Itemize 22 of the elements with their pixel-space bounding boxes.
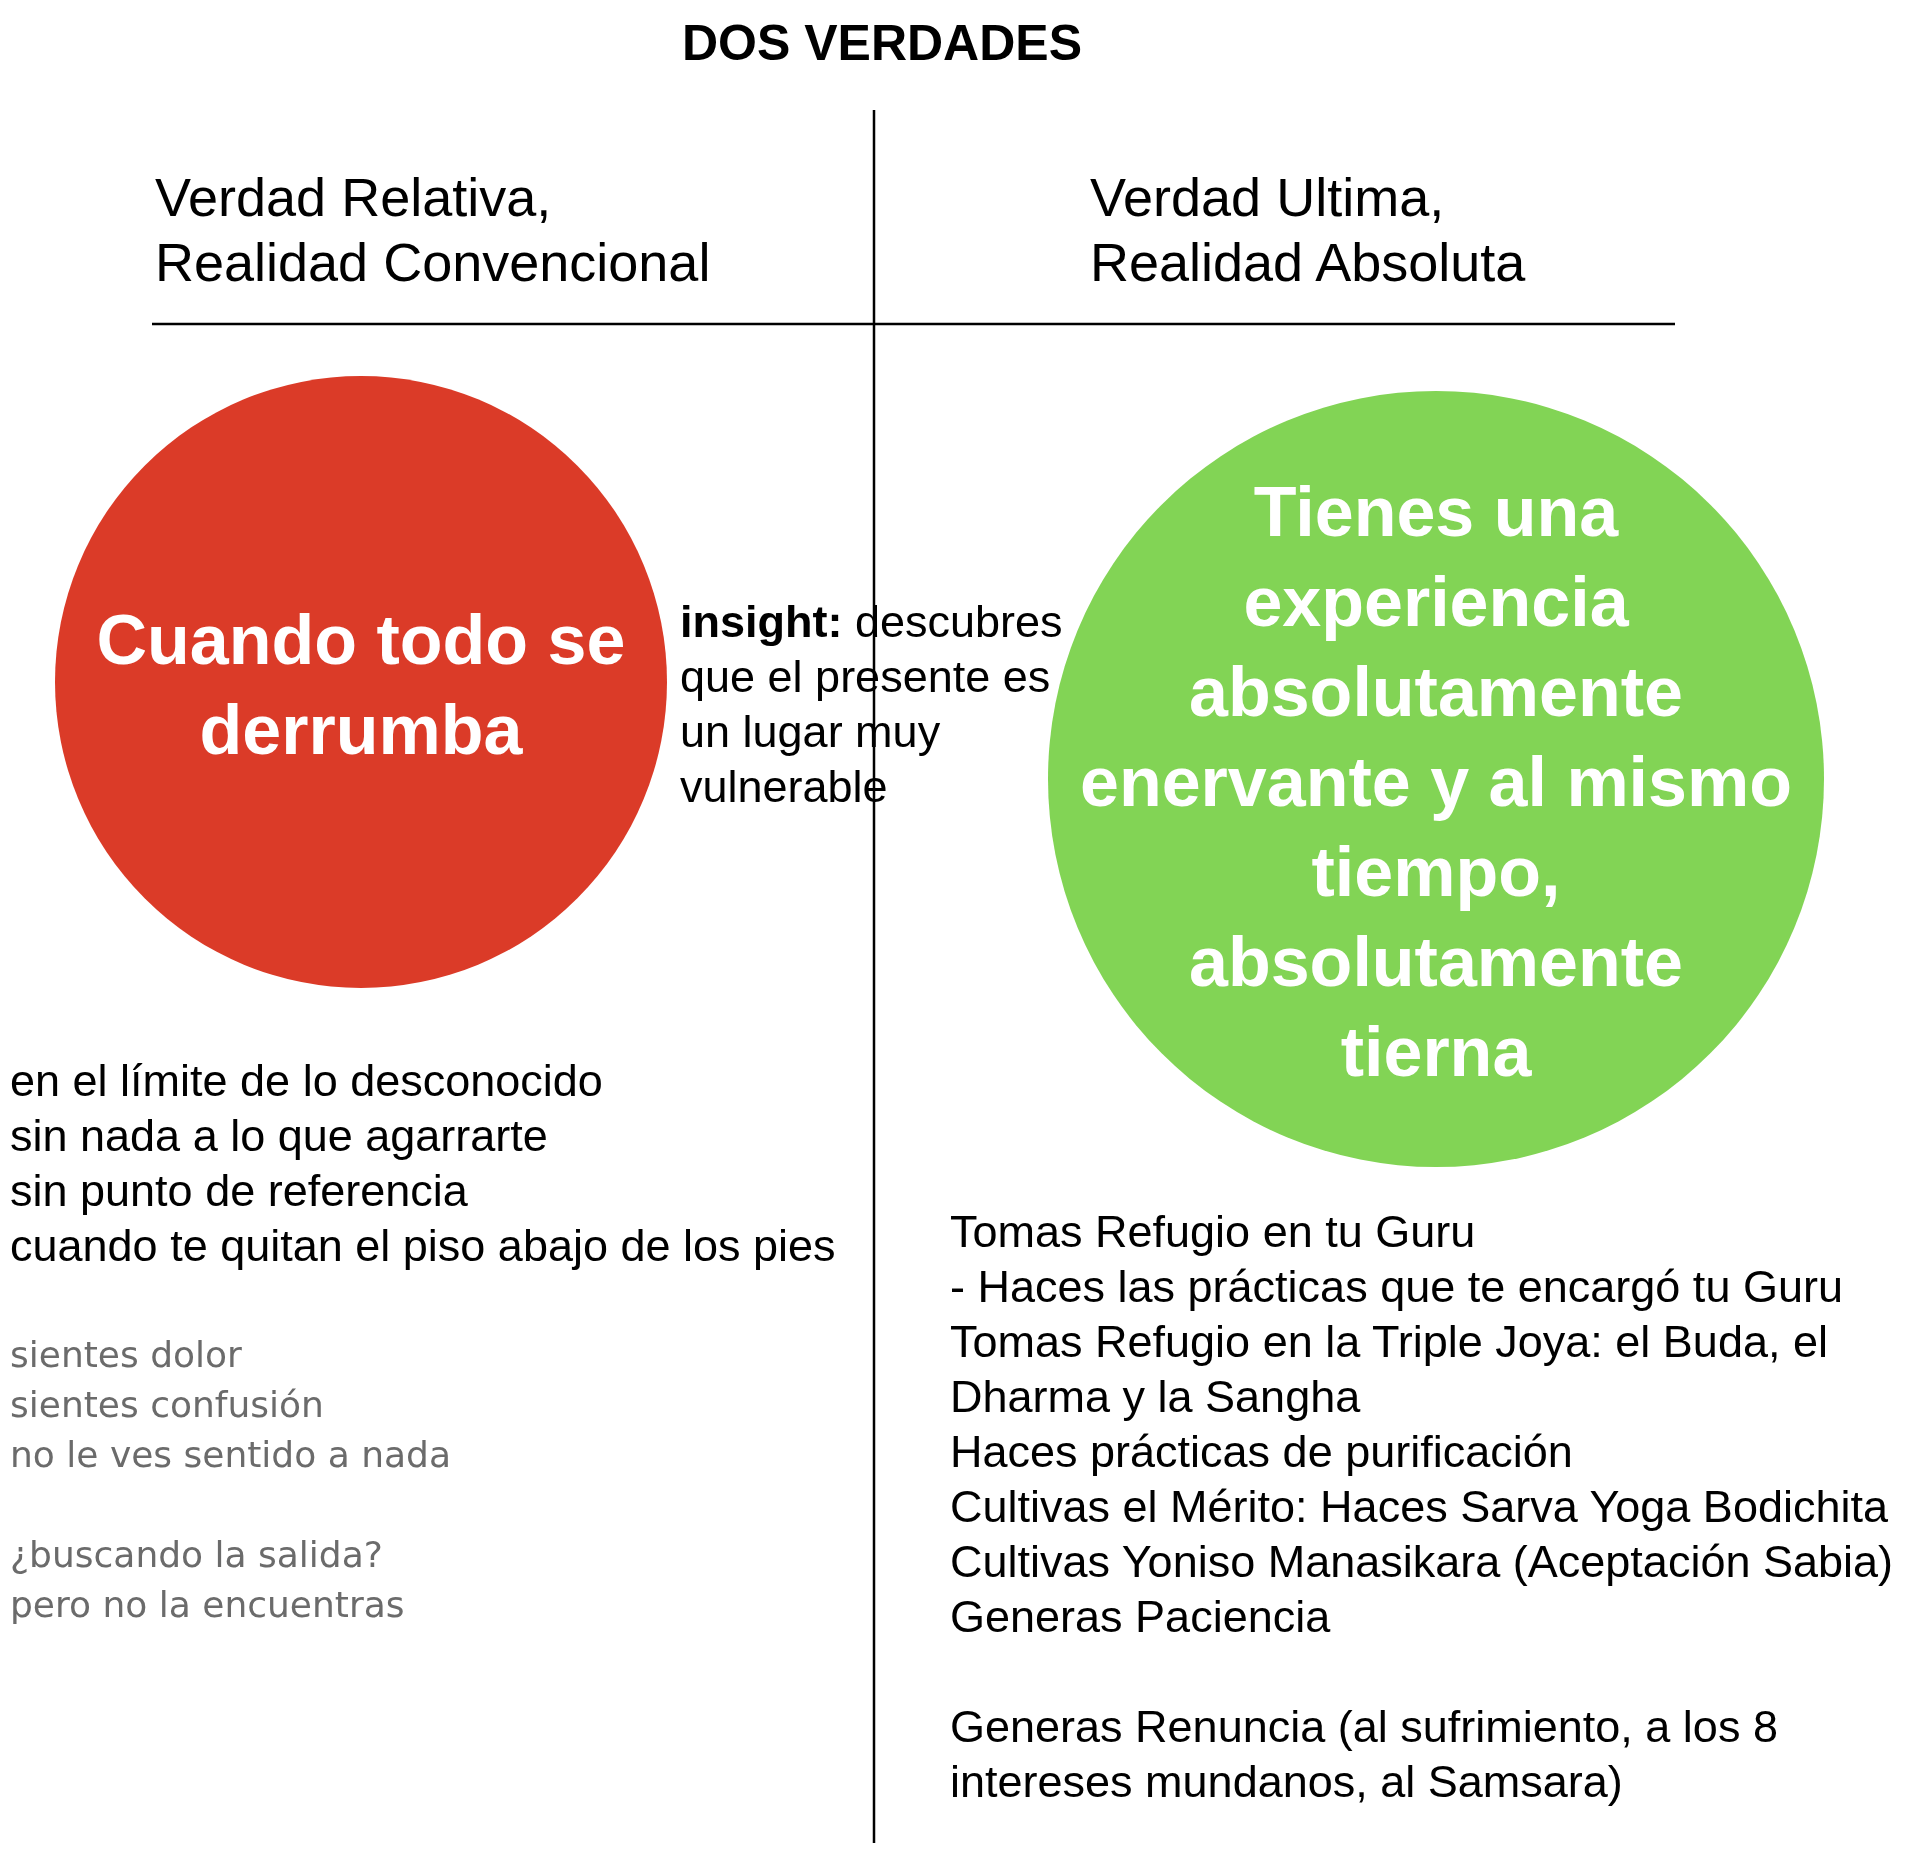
statement-line: pero no la encuentras — [10, 1583, 405, 1627]
statement-line: ¿buscando la salida? — [10, 1533, 383, 1577]
statement-line: Generas Renuncia (al sufrimiento, a los 8 intereses mundanos, al Samsara) — [950, 1700, 1779, 1809]
statement-line: Generas Paciencia — [950, 1590, 1331, 1644]
statement-line: sin punto de referencia — [10, 1164, 468, 1218]
statement-line: Cultivas el Mérito: Haces Sarva Yoga Bodichita — [950, 1480, 1888, 1534]
statement-line: Tomas Refugio en la Triple Joya: el Buda, el Dharma y la Sangha — [950, 1315, 1829, 1424]
column-heading: Verdad Ultima, Realidad Absoluta — [1090, 166, 1527, 294]
statement-line: no le ves sentido a nada — [10, 1433, 451, 1477]
statement-line: Cultivas Yoniso Manasikara (Aceptación Sabia) — [950, 1535, 1894, 1589]
node-label: Cuando todo se derrumba — [96, 601, 626, 769]
node-label: Tienes una experiencia absolutamente enervante y al mismo tiempo, absolutamente tierna — [1080, 473, 1792, 1091]
statement-line: cuando te quitan el piso abajo de los pies — [10, 1219, 836, 1273]
statement-line: sientes dolor — [10, 1333, 242, 1377]
statement-line: sin nada a lo que agarrarte — [10, 1109, 548, 1163]
statement-line: Tomas Refugio en tu Guru — [950, 1205, 1476, 1259]
statement-line: - Haces las prácticas que te encargó tu Guru — [950, 1260, 1843, 1314]
column-heading: Verdad Relativa, Realidad Convencional — [155, 166, 712, 294]
diagram-title: DOS VERDADES — [681, 14, 1083, 73]
statement-line: sientes confusión — [10, 1383, 324, 1427]
statement-line: Haces prácticas de purificación — [950, 1425, 1573, 1479]
statement-line: en el límite de lo desconocido — [10, 1054, 603, 1108]
